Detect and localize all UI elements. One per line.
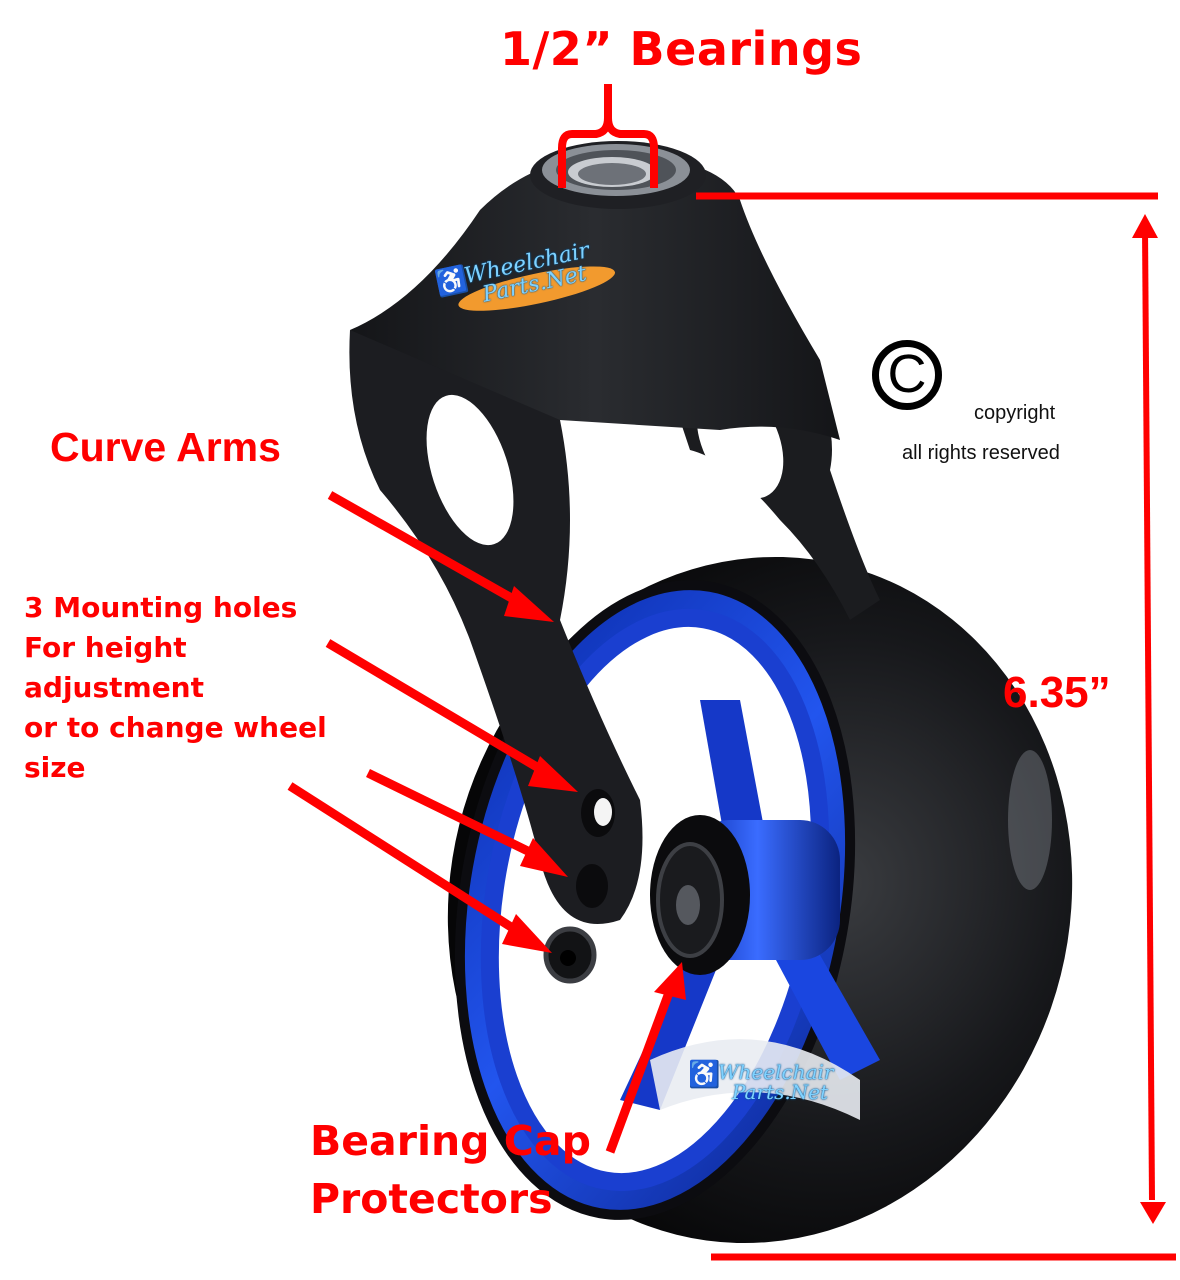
mounting-holes-line: 3 Mounting holes xyxy=(24,591,298,624)
bearing-cap-line: Protectors xyxy=(310,1175,553,1223)
rights-reserved-text: all rights reserved xyxy=(902,442,1060,464)
wheel xyxy=(447,556,1073,1244)
mounting-arrow-1-icon xyxy=(528,756,578,792)
wheelchair-icon: ♿ xyxy=(688,1060,721,1090)
bearing-bracket xyxy=(558,84,658,188)
logo-line-2: Parts.Net xyxy=(732,1080,829,1104)
mounting-arrow-3-icon xyxy=(502,914,552,953)
copyright-notice: C copyright all rights reserved xyxy=(868,338,1118,478)
bearings-label: 1/2” Bearings xyxy=(500,22,863,76)
bearing-cap-arrow-icon xyxy=(654,962,686,1000)
arrow-up-icon xyxy=(1132,214,1158,238)
mounting-hole-2 xyxy=(576,864,608,908)
mounting-holes-label: 3 Mounting holes For height adjustment o… xyxy=(24,588,327,788)
height-dimension-label: 6.35” xyxy=(1003,668,1111,717)
bearing-cap-label: Bearing Cap Protectors xyxy=(310,1112,591,1228)
dimension-vertical-line xyxy=(1142,227,1155,1201)
mounting-holes-line: size xyxy=(24,751,86,784)
curve-arms-arrow-icon xyxy=(504,586,554,622)
mounting-holes-line: For height xyxy=(24,631,187,664)
fork-head xyxy=(350,154,840,440)
annotations xyxy=(287,84,1176,1261)
mounting-holes-line: or to change wheel xyxy=(24,711,327,744)
copyright-text: copyright xyxy=(974,402,1056,424)
brand-logo-rim: ♿ Wheelchair Parts.Net xyxy=(688,1060,864,1110)
fork-left-arm xyxy=(349,330,643,924)
logo-line-1: Wheelchair xyxy=(718,1060,834,1084)
mounting-arrow-2-icon xyxy=(520,838,568,877)
mounting-holes-line: adjustment xyxy=(24,671,205,704)
arrow-down-icon xyxy=(1140,1202,1166,1224)
wheelchair-icon: ♿ xyxy=(432,264,471,301)
curve-arms-label: Curve Arms xyxy=(50,424,281,470)
bearing-cap-line: Bearing Cap xyxy=(310,1117,591,1165)
copyright-icon: C xyxy=(872,340,942,410)
caster-fork xyxy=(349,141,880,984)
